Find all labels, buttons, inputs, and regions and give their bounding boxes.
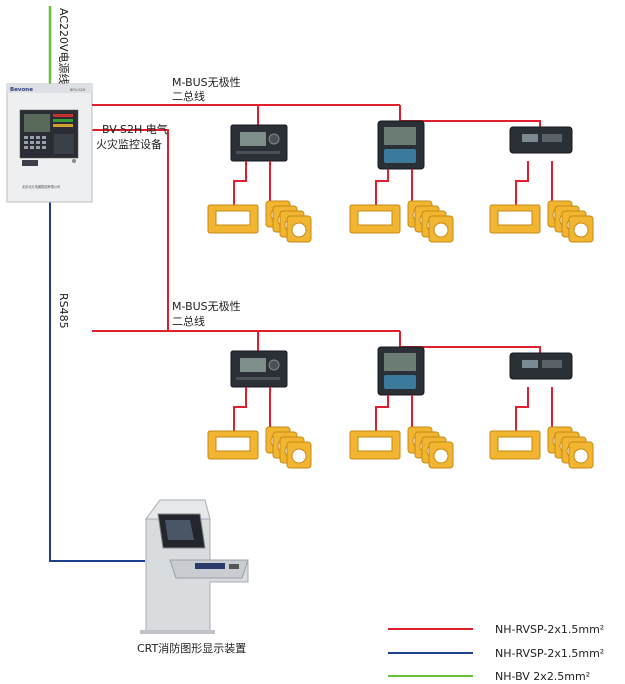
device-row [92,104,594,243]
sensor-hole [573,222,589,238]
bus-drop [400,120,541,129]
bus-bottom-label-line1: M-BUS无极性 [172,299,241,313]
detector-module [489,126,594,243]
detector-module [207,124,312,243]
sensor-window [215,210,251,226]
bus-drop [400,346,541,355]
monitor-caption-line2: 火灾监控设备 [96,137,162,151]
monitor-brand: Bevone [10,87,33,93]
sensor-wire [515,387,529,431]
module-knob [268,359,280,371]
sensor-wire [375,395,389,431]
module-screen [240,132,266,146]
legend: NH-RVSP-2x1.5mm² NH-RVSP-2x1.5mm² NH-BV … [388,623,604,683]
rs485-label: RS485 [57,293,70,329]
power-line-label: AC220V电源线 [57,8,71,85]
detector-module [349,346,454,469]
sensor-hole [433,448,449,464]
sensor-wire [375,169,389,205]
legend-label-blue: NH-RVSP-2x1.5mm² [495,647,604,660]
sensor-hole [291,448,307,464]
detector-module [489,352,594,469]
module-screen [522,360,538,368]
module-knob [268,133,280,145]
sensor-hole [291,222,307,238]
device-row [92,330,594,469]
module-panel [542,134,562,142]
monitor-caption-line1: BV-S2H 电气 [102,122,168,136]
sensor-window [497,210,533,226]
bus-bottom-label-line2: 二总线 [172,314,205,328]
crt-label: CRT消防图形显示装置 [137,641,246,655]
module-screen [384,353,416,371]
sensor-wire [515,161,529,205]
module-keypad [384,375,416,389]
device-rows [92,104,594,469]
legend-label-green: NH-BV 2x2.5mm² [495,670,590,683]
detector-module [207,350,312,469]
crt-terminal [140,499,249,634]
module-body [509,126,573,154]
sensor-window [357,210,393,226]
module-panel [542,360,562,368]
legend-label-red: NH-RVSP-2x1.5mm² [495,623,604,636]
module-body [509,352,573,380]
monitor-model: BPU-S2H [70,88,86,92]
sensor-wire [233,161,247,205]
module-buttons [236,151,280,154]
sensor-window [357,436,393,452]
rs485-line [49,200,145,562]
monitor-cabinet: Bevone BPU-S2H 北京北元电器集团有限公司 [6,83,93,203]
sensor-hole [573,448,589,464]
module-keypad [384,149,416,163]
detector-module [349,120,454,243]
bus-top-label-line2: 二总线 [172,89,205,103]
module-screen [240,358,266,372]
sensor-wire [233,387,247,431]
module-screen [384,127,416,145]
bus-top-label-line1: M-BUS无极性 [172,75,241,89]
sensor-window [497,436,533,452]
sensor-hole [433,222,449,238]
sensor-window [215,436,251,452]
module-screen [522,134,538,142]
monitor-footer: 北京北元电器集团有限公司 [22,184,60,189]
module-buttons [236,377,280,380]
